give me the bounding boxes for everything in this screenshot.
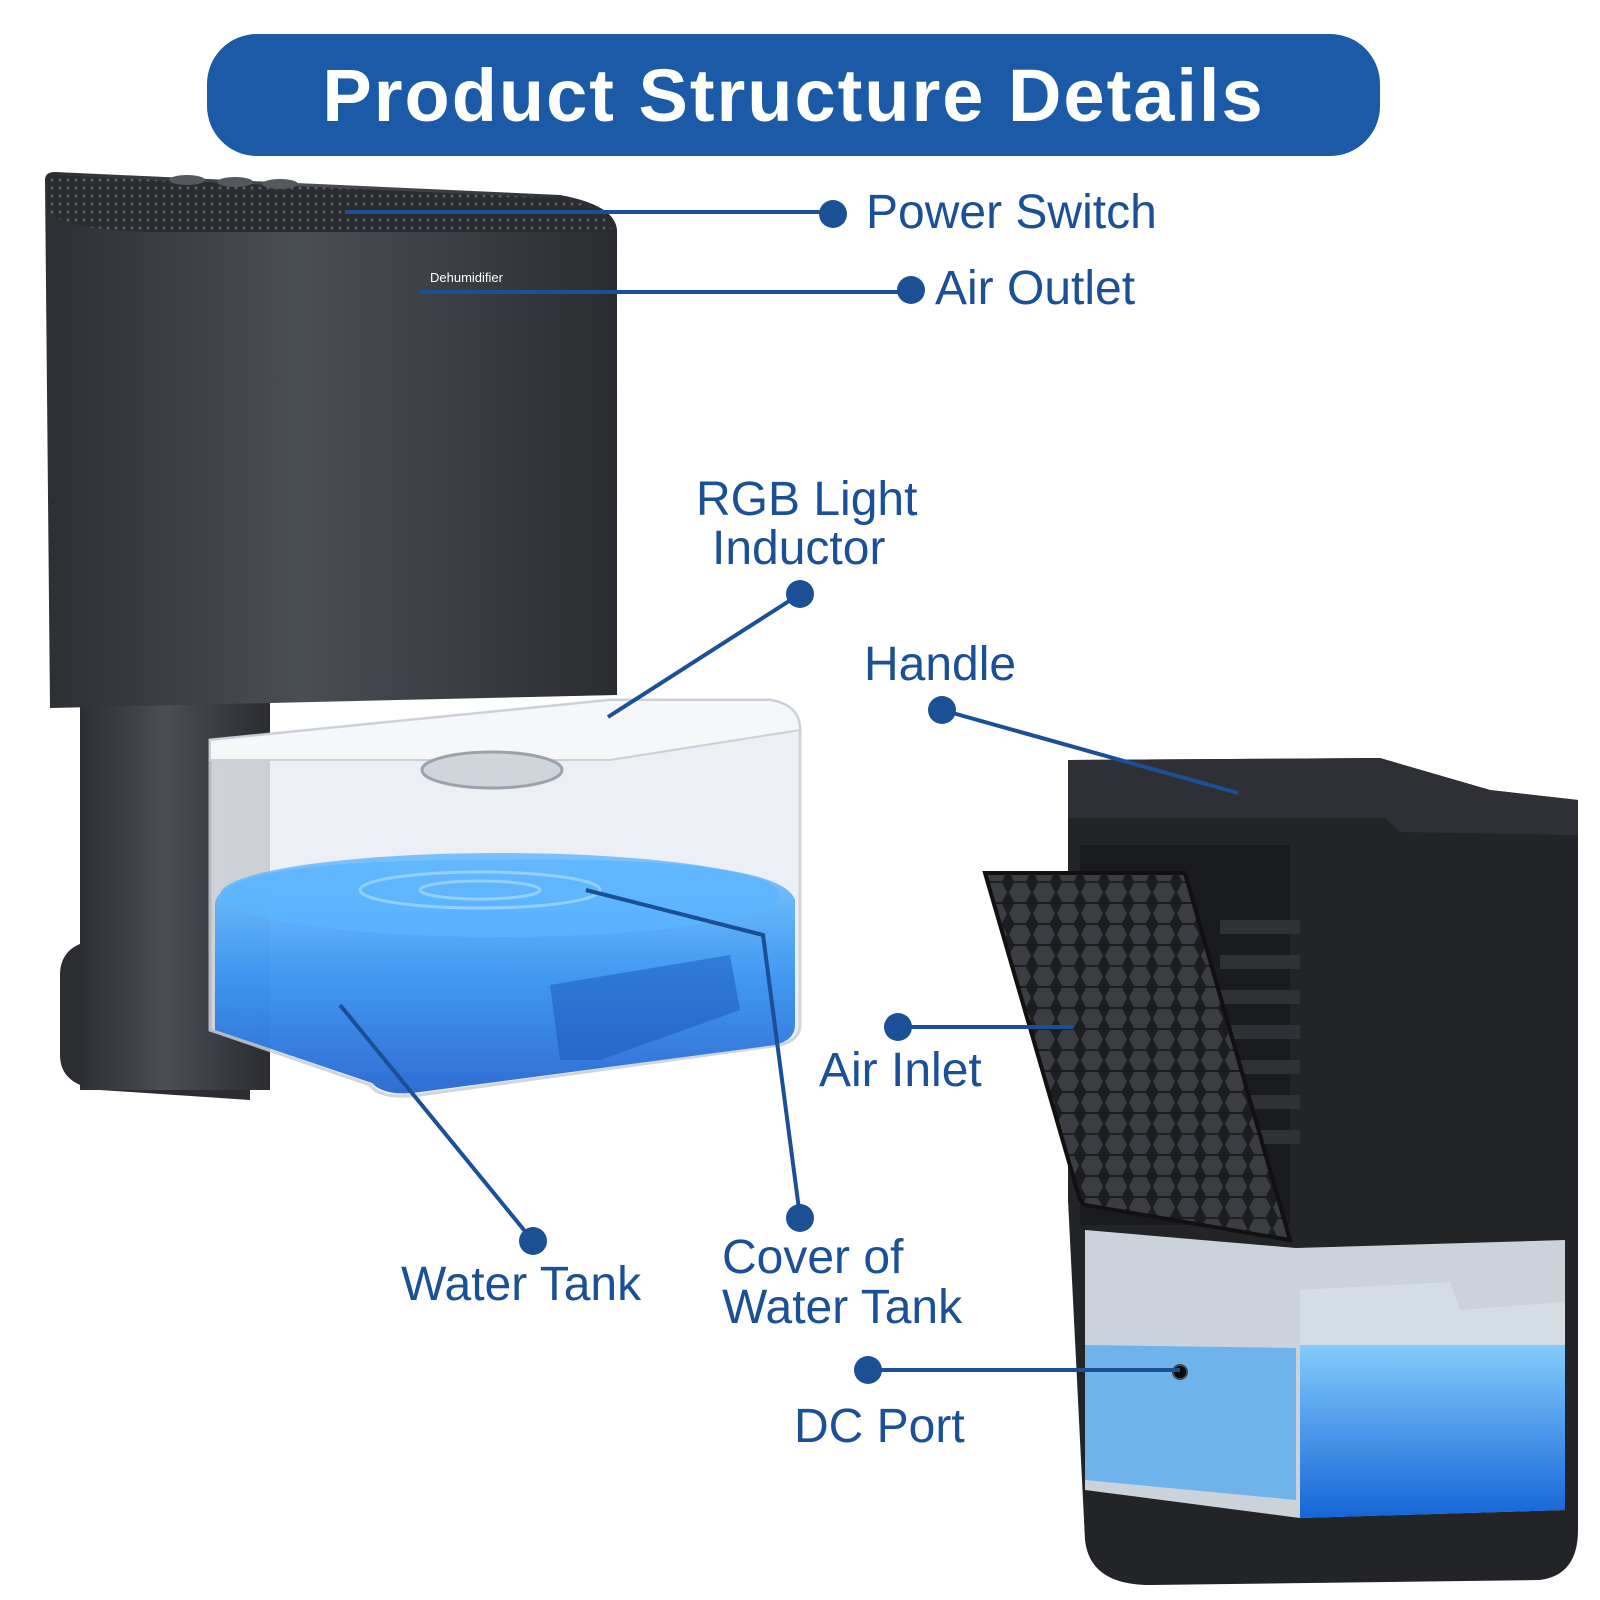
label-air-inlet: Air Inlet <box>819 1044 982 1097</box>
label-dc-port: DC Port <box>794 1400 965 1453</box>
callout-lines <box>338 210 1239 1372</box>
label-handle: Handle <box>864 638 1017 691</box>
right-dehumidifier-illustration <box>982 758 1578 1585</box>
label-power-switch: Power Switch <box>866 186 1157 239</box>
label-cover-line1: Cover of <box>722 1231 904 1284</box>
left-dehumidifier-illustration <box>45 172 802 1100</box>
page-title: Product Structure Details <box>322 53 1265 137</box>
callout-dots <box>519 200 956 1384</box>
title-banner: Product Structure Details <box>207 34 1380 156</box>
label-water-tank: Water Tank <box>401 1258 642 1311</box>
label-rgb-light-line2: Inductor <box>712 522 886 575</box>
label-rgb-light-line1: RGB Light <box>696 473 918 526</box>
label-cover-line2: Water Tank <box>722 1281 963 1334</box>
device-brand-text: Dehumidifier <box>430 270 503 285</box>
label-air-outlet: Air Outlet <box>935 262 1136 315</box>
